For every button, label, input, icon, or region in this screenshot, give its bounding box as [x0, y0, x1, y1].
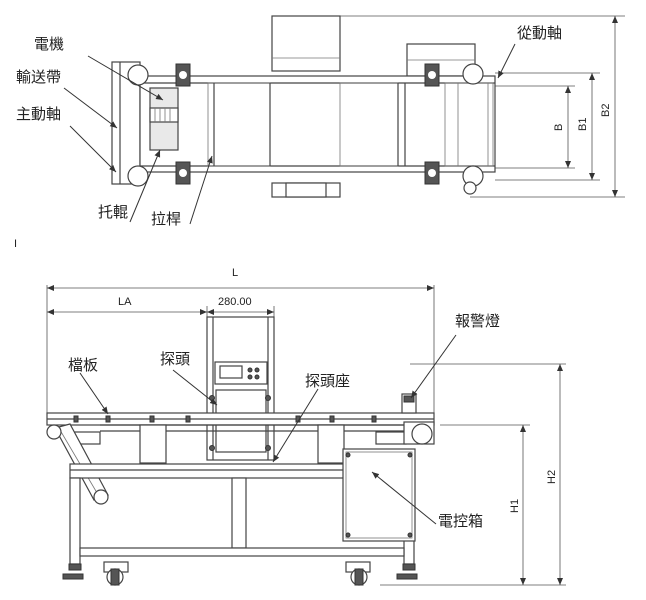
tie-rod-label: 拉桿 — [151, 210, 181, 228]
dim-b1: B1 — [577, 118, 589, 131]
belt-area — [139, 75, 496, 173]
detector-head-top — [271, 15, 341, 72]
motor-label: 電機 — [34, 35, 64, 53]
roller-icon — [462, 63, 484, 85]
section-mark: I — [14, 238, 17, 250]
alarm-light-label: 報警燈 — [455, 312, 500, 330]
roller-icon — [127, 64, 149, 86]
detector-head-label: 探頭 — [160, 350, 190, 368]
control-box — [342, 448, 416, 542]
dim-b: B — [553, 124, 565, 131]
side-view — [46, 285, 566, 586]
idler-roller-label: 托輥 — [98, 203, 128, 221]
conveyor-belt-label: 輸送帶 — [16, 68, 61, 86]
dim-head-width: 280.00 — [218, 296, 252, 308]
control-box-label: 電控箱 — [438, 512, 483, 530]
dim-b2: B2 — [600, 104, 612, 117]
driven-shaft-label: 從動軸 — [517, 24, 562, 42]
dim-l: L — [232, 267, 238, 279]
dim-h2: H2 — [546, 470, 558, 484]
detector-mount-label: 探頭座 — [305, 372, 350, 390]
roller-icon — [127, 165, 149, 187]
dim-la: LA — [118, 296, 132, 308]
dim-h1: H1 — [509, 499, 521, 513]
drive-shaft-label: 主動軸 — [16, 105, 61, 123]
top-view — [63, 15, 625, 225]
baffle-label: 檔板 — [68, 356, 98, 374]
